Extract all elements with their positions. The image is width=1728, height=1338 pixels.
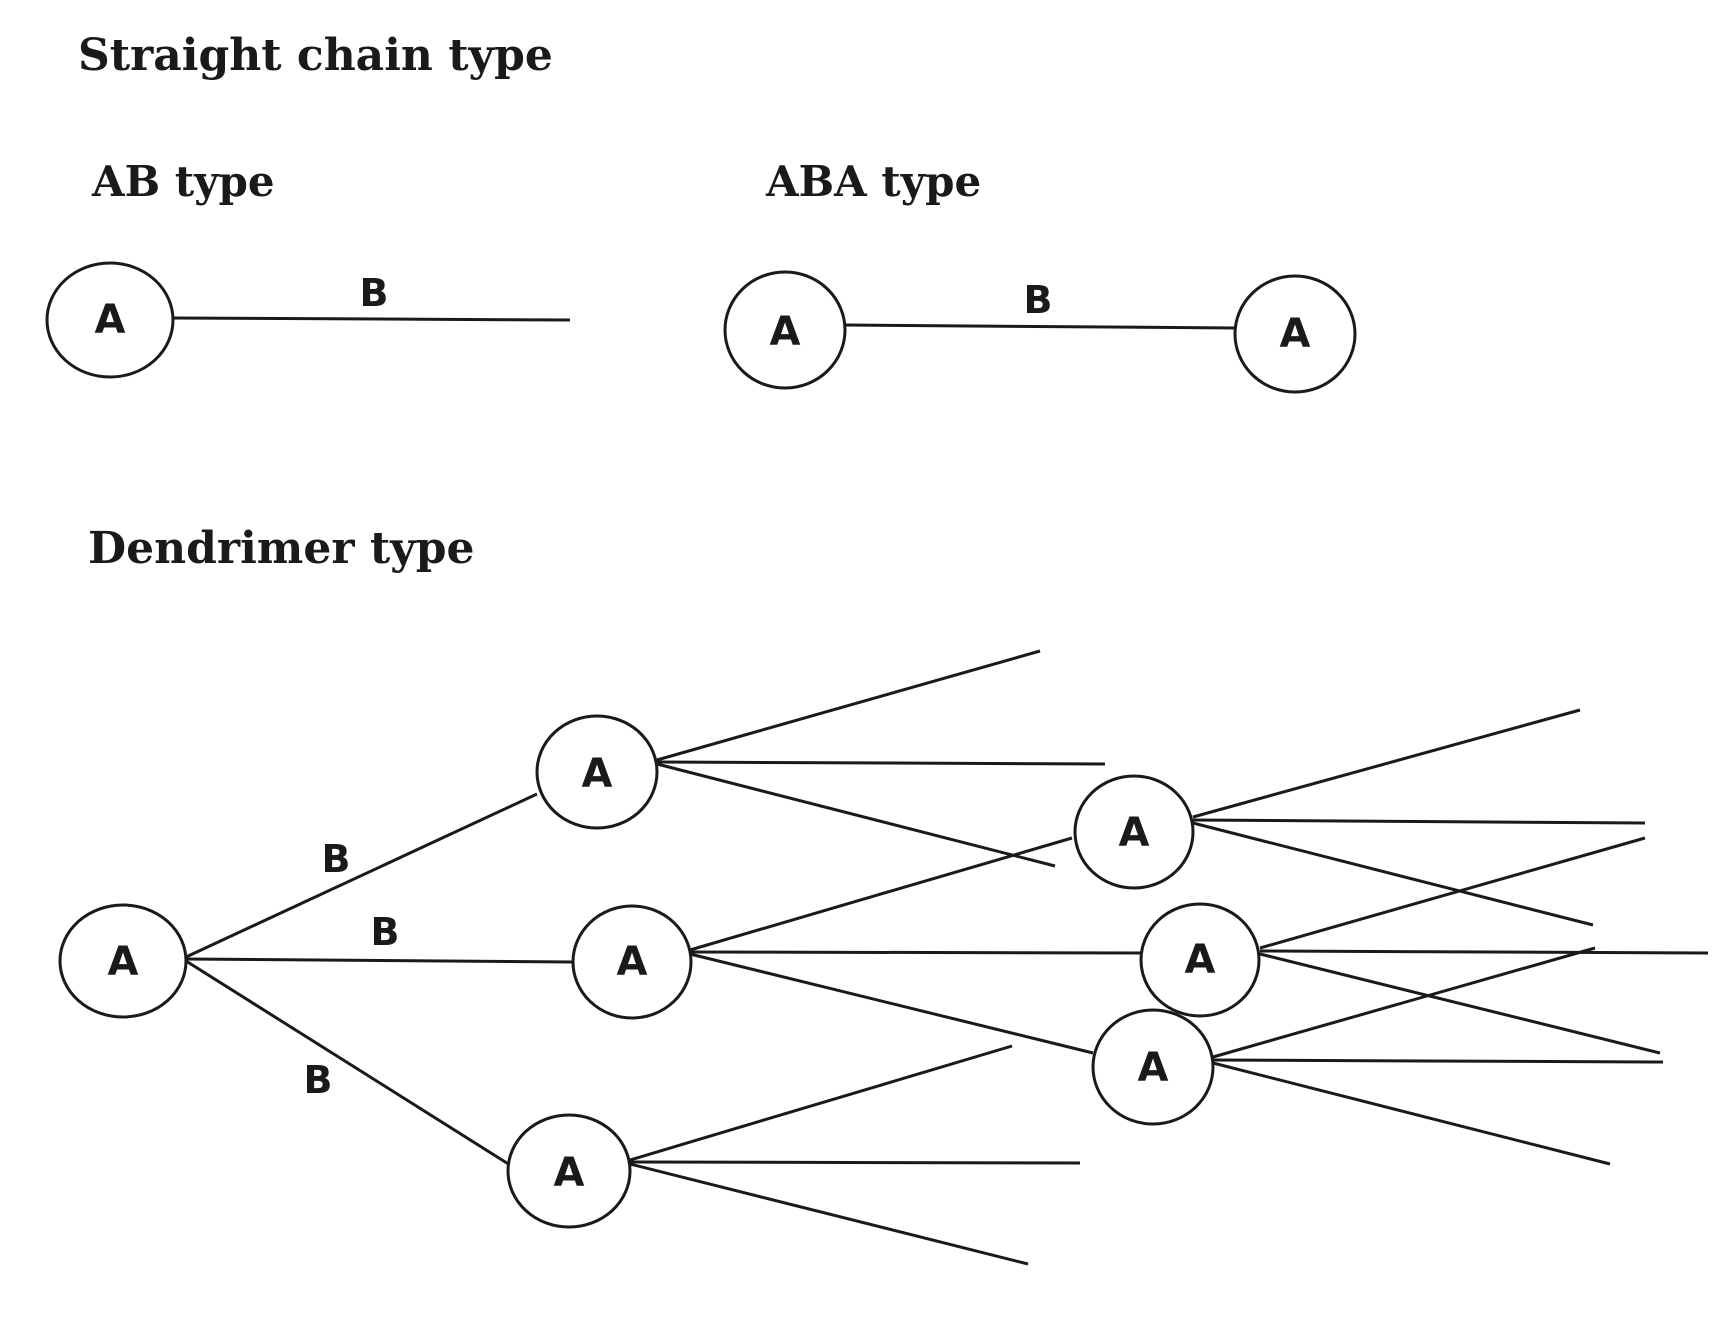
dendrimer-node-middle-label: A <box>617 939 648 985</box>
dendrimer-heading: Dendrimer type <box>88 523 475 574</box>
ab-type-heading: AB type <box>91 157 275 206</box>
lower-branch-2 <box>630 1162 1080 1163</box>
aba-node-a-left: A <box>725 272 845 388</box>
dendrimer-core-node-label: A <box>108 939 139 985</box>
g2-top-branch-2 <box>1193 820 1645 823</box>
dendrimer-node-upper-label: A <box>582 751 613 797</box>
lower-branch-1 <box>630 1046 1012 1160</box>
aba-node-a-right: A <box>1235 276 1355 392</box>
aba-chain-b <box>845 325 1235 328</box>
dendrimer-node-lower-label: A <box>554 1150 585 1196</box>
dendrimer-node-upper: A <box>537 716 657 828</box>
lower-branch-3 <box>630 1164 1028 1264</box>
dendrimer-node-lower: A <box>508 1115 630 1227</box>
aba-chain-b-label: B <box>1024 278 1053 322</box>
core-edge-lower <box>186 961 510 1165</box>
ab-node-a-label: A <box>95 297 126 343</box>
g2-mid-branch-3 <box>1260 954 1660 1053</box>
dendrimer-g2-node-bottom-label: A <box>1138 1045 1169 1091</box>
core-edge-upper-label: B <box>322 837 351 881</box>
g2-mid-branch-2 <box>1260 951 1708 953</box>
middle-branch-3 <box>690 954 1093 1053</box>
g2-bottom-branch-2 <box>1213 1060 1663 1062</box>
upper-branch-1 <box>657 651 1040 760</box>
core-edge-middle-label: B <box>371 910 400 954</box>
straight-chain-heading: Straight chain type <box>78 30 553 81</box>
g2-bottom-branch-3 <box>1213 1063 1610 1164</box>
middle-branch-2 <box>690 952 1145 953</box>
dendrimer-structure: B B B A A <box>60 651 1708 1264</box>
ab-chain-b <box>172 318 570 320</box>
dendrimer-g2-node-bottom: A <box>1093 1010 1213 1124</box>
core-edge-upper <box>186 794 537 957</box>
aba-node-a-right-label: A <box>1280 311 1311 357</box>
dendrimer-core-node: A <box>60 905 186 1017</box>
middle-branch-1 <box>690 838 1072 950</box>
dendrimer-g2-node-top: A <box>1075 776 1193 888</box>
core-edge-middle <box>186 959 572 962</box>
g2-top-branch-1 <box>1193 710 1580 817</box>
ab-node-a: A <box>47 263 173 377</box>
ab-type-structure: B A <box>47 263 570 377</box>
ab-chain-b-label: B <box>360 271 389 315</box>
aba-node-a-left-label: A <box>770 309 801 355</box>
dendrimer-g2-node-middle: A <box>1141 904 1259 1016</box>
core-edge-lower-label: B <box>304 1058 333 1102</box>
dendrimer-g2-node-middle-label: A <box>1185 937 1216 983</box>
g2-bottom-branch-1 <box>1213 948 1595 1057</box>
dendrimer-g2-node-top-label: A <box>1119 810 1150 856</box>
upper-branch-2 <box>657 762 1105 764</box>
dendrimer-node-middle: A <box>573 906 691 1018</box>
aba-type-structure: B A A <box>725 272 1355 392</box>
upper-branch-3 <box>657 764 1055 866</box>
aba-type-heading: ABA type <box>765 157 981 206</box>
